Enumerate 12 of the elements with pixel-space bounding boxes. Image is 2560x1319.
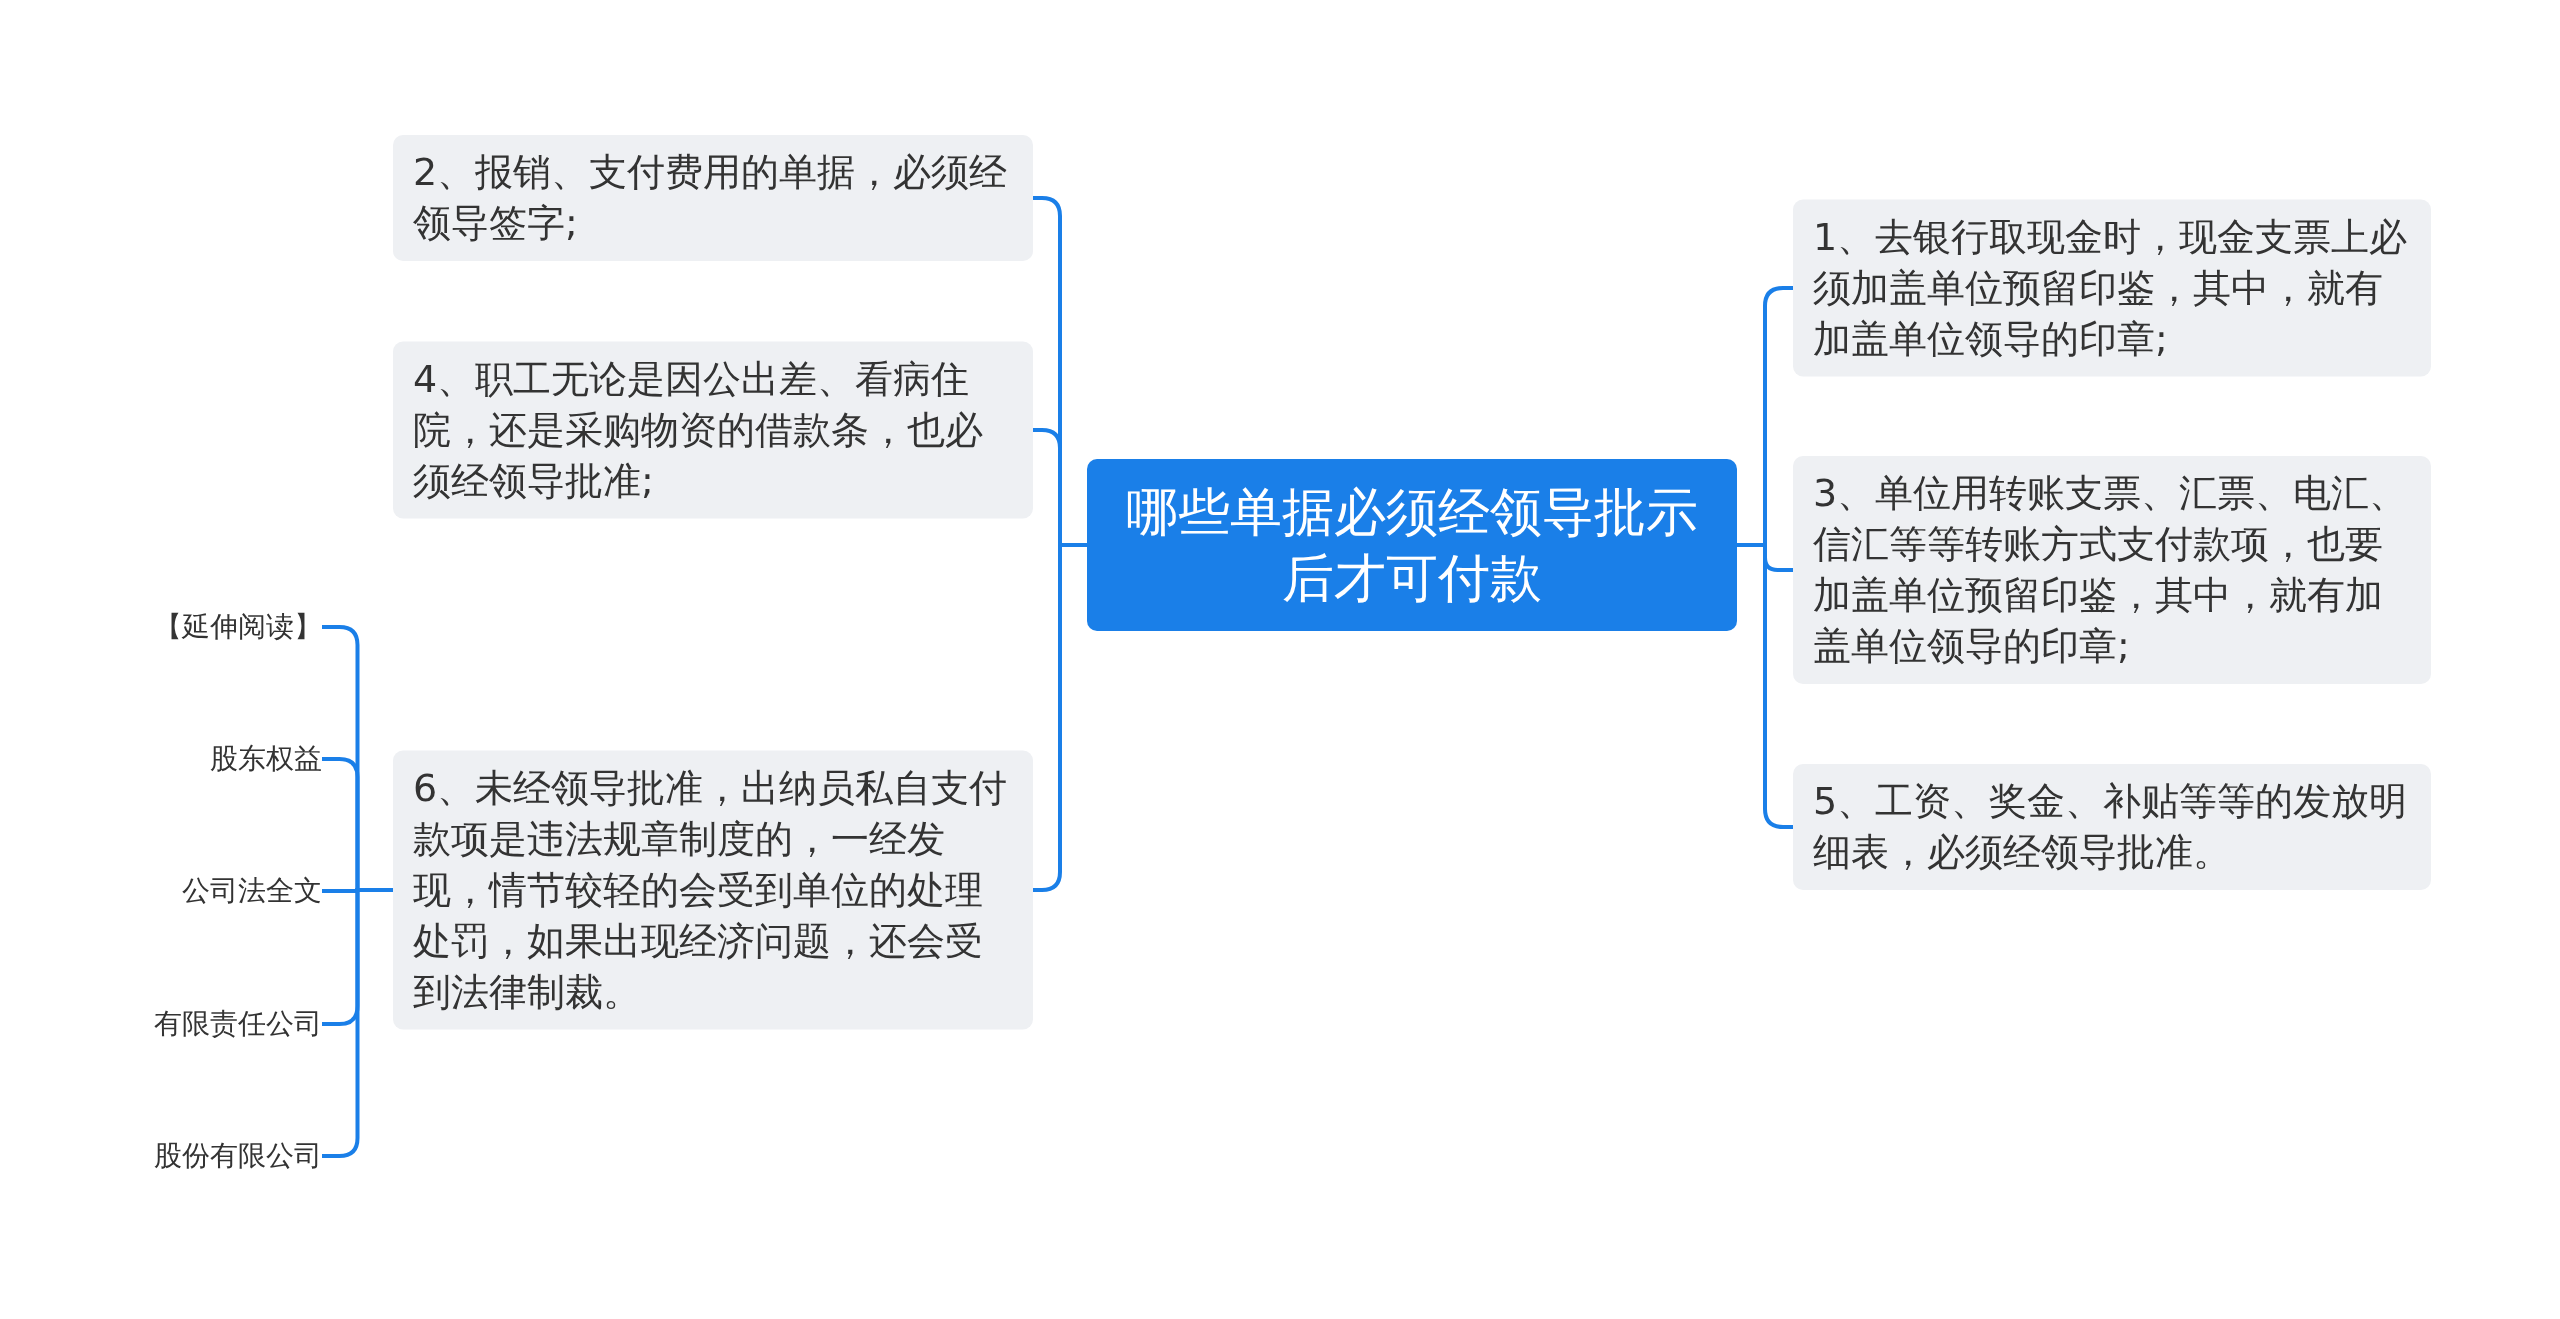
topic-label: 股份有限公司 (154, 1136, 322, 1176)
topic-box: 2、报销、支付费用的单据，必须经领导签字; (393, 135, 1033, 261)
topic-box: 6、未经领导批准，出纳员私自支付款项是违法规章制度的，一经发现，情节较轻的会受到单位的处理处罚，如果出现经济问题，还会受到法律制裁。 (393, 750, 1033, 1030)
central-topic-box: 哪些单据必须经领导批示后才可付款 (1087, 459, 1737, 631)
topic-box: 4、职工无论是因公出差、看病住院，还是采购物资的借款条，也必须经领导批准; (393, 341, 1033, 519)
topic-label: 股东权益 (210, 739, 322, 779)
topic-box: 3、单位用转账支票、汇票、电汇、信汇等等转账方式支付款项，也要加盖单位预留印鉴，其中，就有加盖单位领导的印章; (1793, 456, 2431, 684)
topic-label: 【延伸阅读】 (154, 607, 322, 647)
topic-box: 5、工资、奖金、补贴等等的发放明细表，必须经领导批准。 (1793, 764, 2431, 890)
topic-label: 公司法全文 (182, 871, 322, 911)
topic-box: 1、去银行取现金时，现金支票上必须加盖单位预留印鉴，其中，就有加盖单位领导的印章; (1793, 199, 2431, 377)
topic-label: 有限责任公司 (154, 1004, 322, 1044)
